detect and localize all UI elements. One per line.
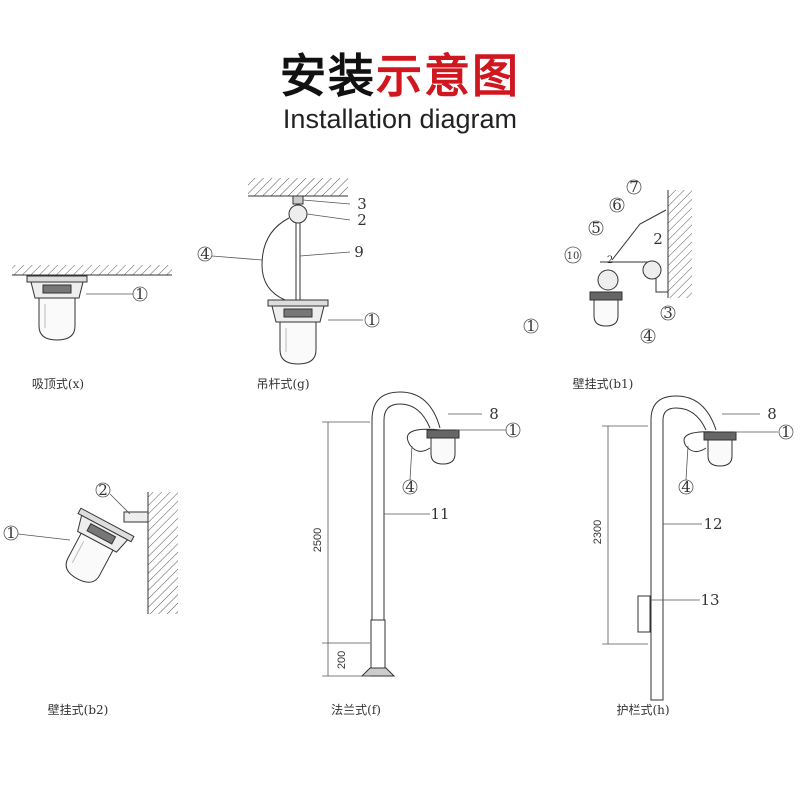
ceiling-x	[12, 265, 172, 275]
callout-h-1: 1	[781, 423, 791, 441]
callout-h-12: 12	[703, 515, 722, 533]
callout-b1-2a: 2	[653, 230, 663, 248]
callout-h-13: 13	[700, 591, 719, 609]
page-title: 安装示意图	[0, 40, 800, 106]
callout-b1-1: 1	[526, 317, 536, 335]
caption-h: 护栏式(h)	[616, 702, 669, 717]
callout-b2-2: 2	[98, 481, 108, 499]
callout-f-1: 1	[508, 421, 518, 439]
callout-f-8: 8	[489, 405, 499, 423]
callout-h-4: 4	[681, 478, 691, 496]
callout-b1-4: 4	[643, 327, 653, 345]
callout-b2-1: 1	[6, 524, 16, 542]
callout-b1-3: 3	[663, 304, 673, 322]
caption-g: 吊杆式(g)	[256, 377, 309, 391]
dim-h-height: 2300	[592, 520, 604, 544]
ceiling-g	[248, 178, 348, 196]
callout-b1-2b: 2	[607, 255, 613, 266]
callout-b1-10: 10	[567, 251, 580, 262]
dim-f-height: 2500	[312, 528, 324, 552]
callout-g-9: 9	[354, 243, 364, 261]
caption-b1: 壁挂式(b1)	[573, 376, 634, 391]
callout-f-4: 4	[405, 478, 415, 496]
dim-f-base: 200	[336, 651, 348, 669]
callout-b1-6: 6	[612, 196, 622, 214]
diagram-h: 2300 8 1 4 12 13 护栏式(h)	[592, 395, 794, 717]
callout-h-8: 8	[767, 405, 777, 423]
callout-g-1: 1	[367, 311, 377, 329]
caption-f: 法兰式(f)	[331, 703, 381, 717]
caption-x: 吸顶式(x)	[32, 377, 84, 391]
wall-b2	[148, 492, 178, 614]
title-part1: 安装	[280, 49, 376, 103]
diagram-f: 2500 200 8 1 4 11 法兰式(f)	[312, 391, 521, 717]
callout-b1-7: 7	[629, 178, 639, 196]
callout-g-2: 2	[357, 211, 367, 229]
page-subtitle: Installation diagram	[282, 104, 518, 134]
wall-b1	[668, 190, 692, 298]
callout-g-3: 3	[357, 195, 367, 213]
callout-b1-5: 5	[591, 219, 601, 237]
callout-g-4: 4	[200, 245, 210, 263]
diagram-b1: 7 6 5 10 2 1 3 4 2 壁挂式(b1)	[523, 178, 692, 391]
callout-f-11: 11	[430, 505, 449, 523]
callout-x-1: 1	[135, 285, 145, 303]
diagram-x: 1 吸顶式(x)	[12, 265, 172, 391]
diagram-g: 3 2 4 9 1 吊杆式(g)	[197, 178, 380, 391]
title-part2: 示意图	[376, 49, 520, 103]
diagram-b2: 2 1 壁挂式(b2)	[3, 481, 178, 717]
caption-b2: 壁挂式(b2)	[48, 702, 109, 717]
